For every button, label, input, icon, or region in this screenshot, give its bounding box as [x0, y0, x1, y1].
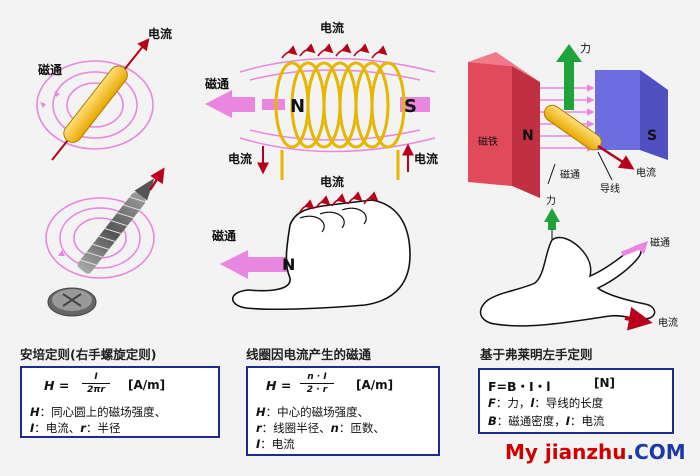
panel3-line1-text2: ：导线的长度 — [534, 396, 604, 410]
panel1-line2-text1: ：电流、 — [34, 421, 81, 435]
label-magflux-hand3: 磁通 — [650, 236, 670, 249]
label-n-pole-magnet: N — [522, 128, 534, 144]
panel3-line2: B：磁通密度，I：电流 — [488, 413, 605, 429]
label-current-hand3: 电流 — [658, 316, 678, 329]
label-s-pole-coil: S — [404, 96, 417, 117]
panel1-frac-den: 2πr — [87, 385, 105, 395]
panel2-line3-text: ：电流 — [260, 437, 295, 451]
label-magflux-p1: 磁通 — [37, 62, 62, 77]
panel3-unit: [N] — [594, 376, 616, 390]
panel1-line2-sym2: r — [80, 421, 86, 435]
panel1-title: 安培定则(右手螺旋定则) — [20, 347, 157, 362]
label-current-coil-left: 电流 — [228, 151, 252, 166]
label-magflux-hand: 磁通 — [211, 228, 236, 243]
panel1-line1-text: ：同心圆上的磁场强度、 — [39, 405, 167, 419]
panel2-formula-box: H = n · I 2 · r [A/m] H：中心的磁场强度、 r：线圈半径、… — [246, 366, 440, 456]
panel1-line2-sym1: I — [30, 421, 35, 435]
panel3-line1-sym1: F — [488, 396, 496, 410]
panel1-line1-sym: H — [30, 405, 40, 419]
panel2-line2-text2: ：匝数、 — [338, 421, 385, 435]
label-current-p1: 电流 — [148, 26, 172, 41]
label-force-hand: 力 — [546, 194, 556, 207]
panel3-line2-text1: ：磁通密度， — [496, 414, 566, 428]
panel2-line1-text: ：中心的磁场强度、 — [265, 405, 370, 419]
panel2-line3-sym: I — [256, 437, 261, 451]
panel1-eq-lhs: H = — [44, 378, 70, 393]
panel2-frac-den: 2 · r — [306, 385, 328, 395]
panel1-line2: I：电流、r：半径 — [30, 420, 120, 436]
panel3-line2-text2: ：电流 — [570, 414, 605, 428]
label-wire: 导线 — [600, 182, 620, 195]
panel3-line2-sym1: B — [488, 414, 497, 428]
panel2-line1: H：中心的磁场强度、 — [256, 404, 369, 420]
panel2-line1-sym: H — [256, 405, 266, 419]
label-n-pole-hand: N — [282, 255, 295, 274]
watermark: My jianzhu.COM — [505, 440, 686, 464]
panel1-frac-num: I — [94, 372, 98, 382]
panel3-line1-sym2: l — [530, 396, 535, 410]
panel2-line2-sym1: r — [256, 421, 262, 435]
right-hand-screw — [45, 167, 165, 317]
watermark-brand: My jianzhu — [505, 440, 627, 464]
panel2-title: 线圈因电流产生的磁通 — [246, 347, 372, 362]
panel3-title: 基于弗莱明左手定则 — [480, 347, 593, 362]
panel2-unit: [A/m] — [356, 378, 394, 392]
panel1-line2-text2: ：半径 — [85, 421, 121, 435]
label-current-coil-right: 电流 — [414, 151, 438, 166]
panel2-line2: r：线圈半径、n：匝数、 — [256, 420, 385, 436]
panel3-formula-box: F=B・I・l [N] F：力，l：导线的长度 B：磁通密度，I：电流 — [478, 368, 674, 434]
right-hand-grip — [220, 191, 411, 311]
panel2-eq-lhs: H = — [266, 378, 292, 393]
panel1-unit: [A/m] — [128, 378, 166, 392]
panel2-frac-num: n · I — [307, 372, 327, 382]
panel3-line1: F：力，l：导线的长度 — [488, 395, 603, 411]
panel3-line2-sym2: I — [565, 414, 571, 428]
panel1-line1: H：同心圆上的磁场强度、 — [30, 404, 166, 420]
label-force-top: 力 — [580, 42, 591, 55]
panel3-line1-text1: ：力， — [495, 396, 531, 410]
panel2-line2-text1: ：线圈半径、 — [261, 421, 331, 435]
panel1-fraction: I 2πr — [82, 372, 110, 395]
label-current-hand: 电流 — [320, 174, 344, 189]
magnet-and-wire — [468, 44, 668, 198]
panel2-fraction: n · I 2 · r — [300, 372, 334, 395]
label-current-magnet: 电流 — [636, 166, 656, 179]
panel2-line3: I：电流 — [256, 436, 295, 452]
left-hand-fleming — [479, 208, 656, 331]
solenoid-coil — [205, 43, 436, 180]
watermark-dotcom: .COM — [626, 440, 686, 464]
panel1-formula-box: H = I 2πr [A/m] H：同心圆上的磁场强度、 I：电流、r：半径 — [20, 366, 220, 438]
concentric-flux-wire — [36, 38, 154, 161]
panel3-eq: F=B・I・l — [488, 379, 551, 394]
label-current-coil-top: 电流 — [320, 20, 344, 35]
label-magnet: 磁铁 — [478, 135, 498, 148]
label-magflux-coil: 磁通 — [204, 76, 229, 91]
label-n-pole-coil: N — [290, 96, 305, 117]
label-magflux-magnet: 磁通 — [560, 168, 580, 181]
panel2-line2-sym2: n — [330, 421, 339, 435]
label-s-pole-magnet: S — [647, 128, 657, 144]
